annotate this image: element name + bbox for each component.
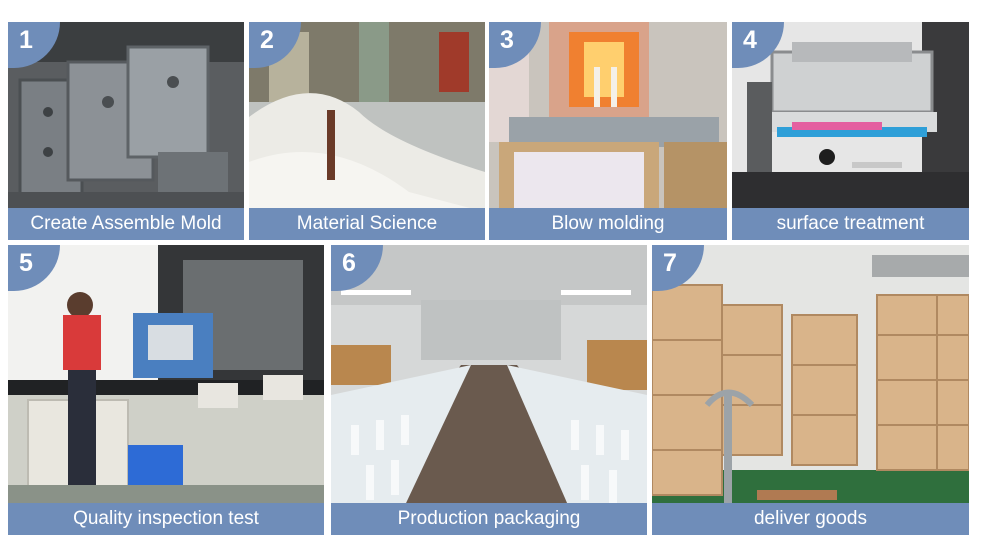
step-tile-6: 6 Production packaging bbox=[331, 245, 647, 535]
step-caption: Blow molding bbox=[489, 208, 727, 240]
step-tile-2: 2 Material Science bbox=[249, 22, 485, 240]
step-number-badge: 3 bbox=[489, 22, 541, 68]
step-caption: Material Science bbox=[249, 208, 485, 240]
step-number-badge: 7 bbox=[652, 245, 704, 291]
step-tile-5: 5 Quality inspection test bbox=[8, 245, 324, 535]
step-tile-7: 7 deliver goods bbox=[652, 245, 969, 535]
step-caption: surface treatment bbox=[732, 208, 969, 240]
step-caption: Quality inspection test bbox=[8, 503, 324, 535]
photo-quality-inspection bbox=[8, 245, 324, 535]
step-caption: deliver goods bbox=[652, 503, 969, 535]
step-tile-4: 4 surface treatment bbox=[732, 22, 969, 240]
photo-blow-molding bbox=[489, 22, 727, 240]
step-caption: Production packaging bbox=[331, 503, 647, 535]
step-number-badge: 4 bbox=[732, 22, 784, 68]
photo-production-bottles bbox=[331, 245, 647, 535]
step-tile-3: 3 Blow molding bbox=[489, 22, 727, 240]
photo-cartons-delivery bbox=[652, 245, 969, 535]
step-tile-1: 1 Create Assemble Mold bbox=[8, 22, 244, 240]
step-caption: Create Assemble Mold bbox=[8, 208, 244, 240]
